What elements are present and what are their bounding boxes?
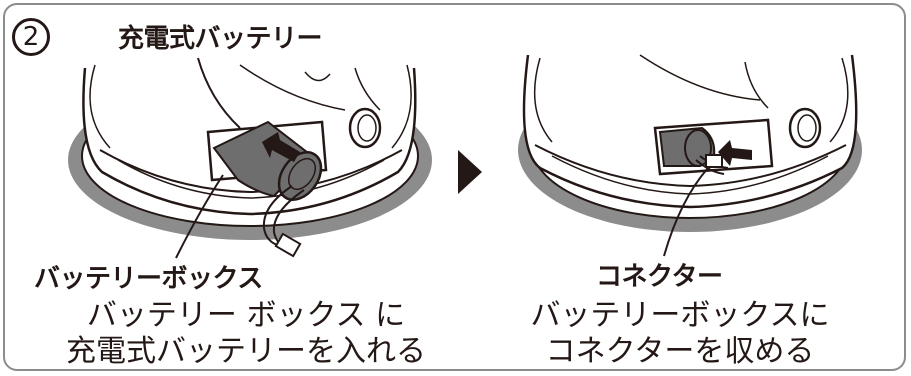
connector-icon — [705, 154, 723, 168]
caption-left: バッテリー ボックス に 充電式バッテリーを入れる — [56, 298, 436, 370]
label-connector: コネクター — [596, 262, 723, 292]
caption-right-line2: コネクターを収める — [545, 334, 815, 369]
label-battery-box: バッテリーボックス — [34, 264, 263, 294]
step-number-badge: 2 — [12, 18, 50, 56]
label-rechargeable-battery: 充電式バッテリー — [118, 24, 323, 54]
caption-right: バッテリーボックスに コネクターを収める — [530, 298, 830, 370]
next-step-arrow-icon — [458, 150, 482, 194]
caption-left-line1: バッテリー ボックス に — [86, 298, 406, 333]
caption-left-line2: 充電式バッテリーを入れる — [66, 334, 426, 369]
right-device-illustration — [518, 54, 862, 257]
caption-right-line1: バッテリーボックスに — [530, 298, 830, 333]
insert-arrow-icon-2 — [718, 140, 752, 166]
insert-arrow-icon — [262, 132, 300, 162]
left-device-illustration — [68, 57, 432, 259]
